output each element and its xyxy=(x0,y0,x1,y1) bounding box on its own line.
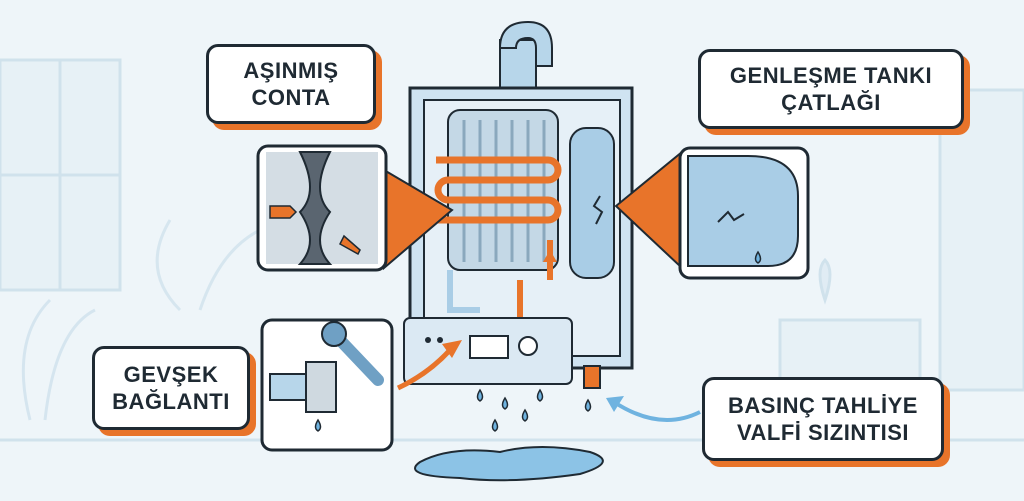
callout-loose-connection: GEVŞEK BAĞLANTI xyxy=(92,346,250,430)
boiler xyxy=(403,86,634,389)
copper-coil xyxy=(434,156,562,224)
detail-worn-gasket xyxy=(256,144,388,272)
callout-worn-gasket-line2: CONTA xyxy=(251,85,331,110)
pressure-relief-valve xyxy=(583,365,601,389)
arrow-icon xyxy=(396,348,452,391)
wrench-icon xyxy=(321,321,384,386)
callout-tank-crack: GENLEŞME TANKI ÇATLAĞI xyxy=(698,49,964,129)
callout-relief-valve-line2: VALFİ SIZINTISI xyxy=(736,420,910,445)
detail-tank-crack xyxy=(678,146,810,280)
crack-icon xyxy=(592,195,604,225)
arrow-icon xyxy=(612,400,701,422)
callout-worn-gasket: AŞINMIŞ CONTA xyxy=(206,44,376,124)
water-puddle xyxy=(414,446,604,482)
detail-loose-fitting xyxy=(260,318,394,452)
callout-loose-connection-line2: BAĞLANTI xyxy=(112,389,230,414)
flue-pipe xyxy=(498,20,553,93)
expansion-tank xyxy=(569,127,615,279)
callout-relief-valve: BASINÇ TAHLİYE VALFİ SIZINTISI xyxy=(702,377,944,461)
water-drop-icon xyxy=(476,388,592,432)
callout-loose-connection-line1: GEVŞEK xyxy=(123,362,219,387)
callout-relief-valve-line1: BASINÇ TAHLİYE xyxy=(728,393,918,418)
callout-tank-crack-line2: ÇATLAĞI xyxy=(781,90,881,115)
callout-worn-gasket-line1: AŞINMIŞ xyxy=(243,58,339,83)
callout-tank-crack-line1: GENLEŞME TANKI xyxy=(729,63,933,88)
